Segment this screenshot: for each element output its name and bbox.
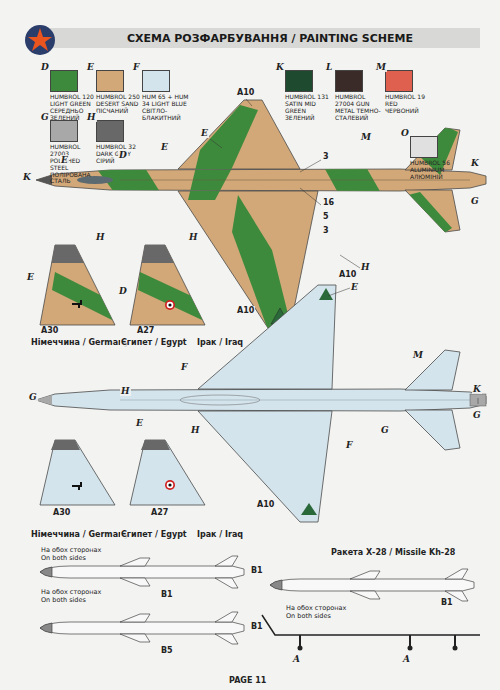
- color-swatch: [50, 70, 78, 92]
- page-title: СХЕМА РОЗФАРБУВАННЯ / PAINTING SCHEME: [70, 32, 470, 45]
- color-swatch: [142, 70, 170, 92]
- paint-letter: G: [40, 112, 50, 122]
- country-name: Ірак / Iraq: [196, 530, 244, 539]
- paint-letter: H: [95, 232, 106, 242]
- country-name: Німеччина / Germany: [30, 530, 130, 539]
- paint-letter: D: [118, 150, 128, 160]
- paint-letter: G: [28, 392, 38, 402]
- paint-letter: E: [200, 128, 209, 138]
- paint-name: HUM 65 + HUM 34 LIGHT BLUE СВІТЛО-БЛАКИТ…: [142, 94, 190, 122]
- legend-item: HUMBROL 250 DESERT SAND ПІСЧАНИЙ: [96, 70, 144, 115]
- callout-number: A27: [136, 326, 155, 335]
- paint-letter: H: [190, 425, 201, 435]
- callout-number: A10: [338, 270, 357, 279]
- callout-number: 16: [322, 198, 335, 207]
- legend-item: HUMBROL 56 ALUMINIUM АЛЮМІНІЙ: [410, 136, 458, 181]
- callout-number: 3: [322, 152, 330, 161]
- paint-name: HUMBROL 19 RED ЧЕРВОНИЙ: [385, 94, 433, 115]
- paint-name: HUMBROL 250 DESERT SAND ПІСЧАНИЙ: [96, 94, 144, 115]
- paint-letter: F: [132, 62, 140, 72]
- decal-note: На обох сторонах On both sides: [40, 588, 112, 604]
- callout-number: A10: [236, 306, 255, 315]
- paint-letter: E: [135, 418, 144, 428]
- paint-letter: O: [400, 128, 410, 138]
- paint-letter: M: [360, 132, 372, 142]
- legend-item: HUM 65 + HUM 34 LIGHT BLUE СВІТЛО-БЛАКИТ…: [142, 70, 190, 122]
- paint-letter: K: [472, 384, 482, 394]
- paint-letter: G: [472, 410, 482, 420]
- paint-letter: K: [275, 62, 285, 72]
- paint-name: HUMBROL 131 SATIN MID GREEN ЗЕЛЕНИЙ: [285, 94, 333, 122]
- page-number: PAGE 11: [228, 676, 267, 685]
- callout-number: A10: [236, 88, 255, 97]
- paint-letter: D: [40, 62, 50, 72]
- paint-letter: H: [120, 386, 131, 396]
- paint-letter: G: [470, 196, 480, 206]
- callout-number: B5: [160, 646, 174, 655]
- country-name: Ракета Х-28 / Missile Kh-28: [330, 548, 456, 557]
- callout-number: B1: [440, 598, 454, 607]
- paint-name: HUMBROL 27004 GUN METAL ТЕМНО-СТАЛЕВИЙ: [335, 94, 383, 122]
- color-swatch: [285, 70, 313, 92]
- legend-item: HUMBROL 27003 POLISHED STEEL ПОЛІРОВАНА …: [50, 120, 98, 185]
- paint-letter: H: [360, 262, 371, 272]
- paint-letter: E: [26, 272, 35, 282]
- paint-letter: H: [188, 232, 199, 242]
- paint-letter: G: [380, 425, 390, 435]
- country-name: Ірак / Iraq: [196, 338, 244, 347]
- color-swatch: [410, 136, 438, 158]
- legend-item: HUMBROL 131 SATIN MID GREEN ЗЕЛЕНИЙ: [285, 70, 333, 122]
- paint-letter: K: [22, 172, 32, 182]
- paint-letter: F: [345, 440, 353, 450]
- paint-letter: E: [160, 142, 169, 152]
- color-swatch: [96, 70, 124, 92]
- legend-item: HUMBROL 19 RED ЧЕРВОНИЙ: [385, 70, 433, 115]
- country-name: Єгипет / Egypt: [120, 530, 188, 539]
- decal-note: На обох сторонах On both sides: [40, 546, 112, 562]
- country-name: Єгипет / Egypt: [120, 338, 188, 347]
- callout-number: B1: [250, 622, 264, 631]
- color-swatch: [50, 120, 78, 142]
- color-swatch: [96, 120, 124, 142]
- color-swatch: [385, 70, 413, 92]
- paint-letter: L: [325, 62, 333, 72]
- paint-name: HUMBROL 27003 POLISHED STEEL ПОЛІРОВАНА …: [50, 144, 98, 185]
- callout-number: 3: [322, 226, 330, 235]
- callout-number: 5: [322, 212, 330, 221]
- paint-letter: E: [60, 155, 69, 165]
- callout-number: B1: [160, 590, 174, 599]
- callout-number: A10: [256, 500, 275, 509]
- callout-number: B1: [250, 566, 264, 575]
- paint-letter: F: [180, 362, 188, 372]
- callout-number: A27: [150, 508, 169, 517]
- paint-letter: A: [292, 654, 301, 664]
- paint-letter: M: [375, 62, 387, 72]
- paint-letter: D: [118, 286, 128, 296]
- decal-note: На обох сторонах On both sides: [285, 604, 357, 620]
- paint-letter: E: [350, 282, 359, 292]
- legend-item: HUMBROL 27004 GUN METAL ТЕМНО-СТАЛЕВИЙ: [335, 70, 383, 122]
- paint-letter: K: [470, 158, 480, 168]
- country-name: Німеччина / Germany: [30, 338, 130, 347]
- paint-name: HUMBROL 56 ALUMINIUM АЛЮМІНІЙ: [410, 160, 458, 181]
- callout-number: A30: [52, 508, 71, 517]
- color-swatch: [335, 70, 363, 92]
- paint-letter: M: [412, 350, 424, 360]
- callout-number: A30: [40, 326, 59, 335]
- paint-letter: H: [86, 112, 97, 122]
- paint-letter: E: [86, 62, 95, 72]
- paint-letter: A: [402, 654, 411, 664]
